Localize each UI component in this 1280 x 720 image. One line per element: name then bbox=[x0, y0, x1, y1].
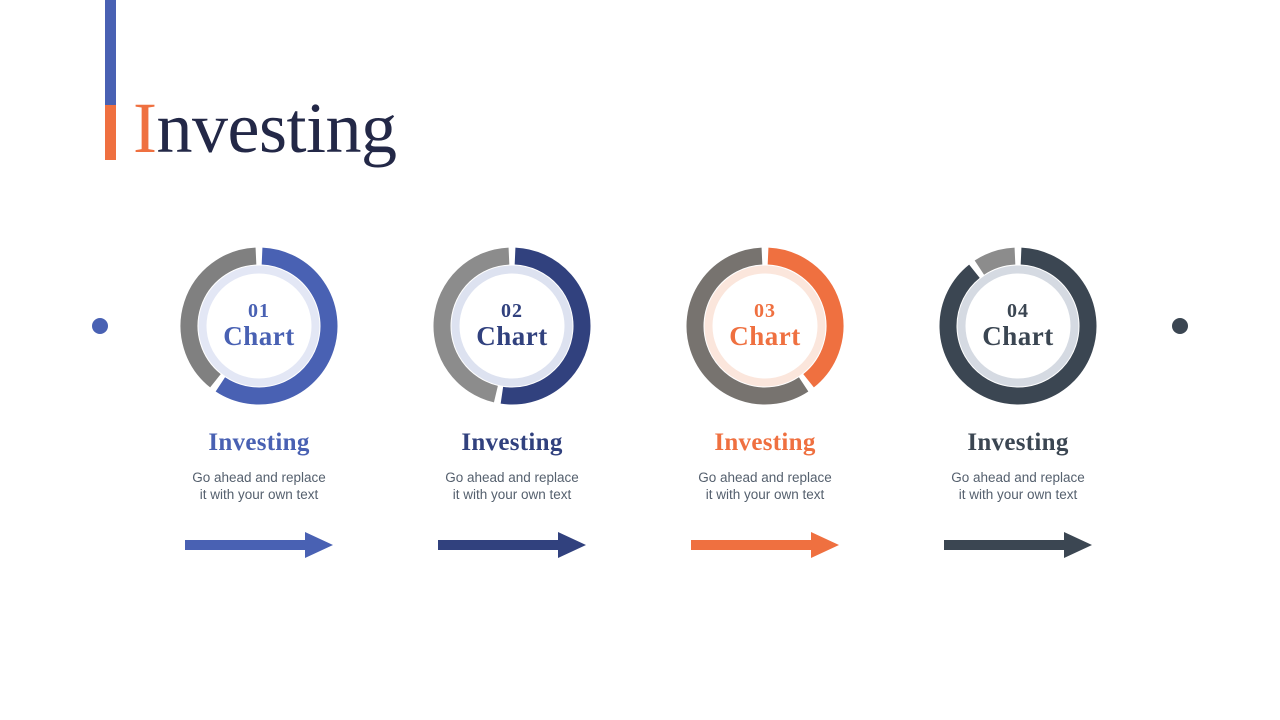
title-accent-bar bbox=[105, 0, 116, 160]
donut-2-inner-core bbox=[459, 273, 565, 379]
page-title-rest: nvesting bbox=[156, 88, 397, 168]
accent-bar-top-segment bbox=[105, 0, 116, 105]
connector-2-3-svg bbox=[586, 327, 696, 335]
step-3-body: Go ahead and replace it with your own te… bbox=[698, 470, 832, 503]
connector-2-3 bbox=[586, 322, 696, 335]
connector-start-svg bbox=[108, 327, 186, 335]
donut-2-value-arc bbox=[500, 247, 591, 405]
donut-1-inner-core bbox=[206, 273, 312, 379]
arrow-right-icon bbox=[438, 531, 586, 558]
step-4-arrow bbox=[892, 531, 1144, 558]
accent-bar-bottom-segment bbox=[105, 105, 116, 160]
donut-1-value-arc bbox=[215, 247, 338, 405]
donut-1-rings bbox=[180, 247, 338, 405]
step-item-4[interactable]: 04 Chart Investing Go ahead and replace … bbox=[892, 243, 1144, 558]
arrow-right-icon bbox=[944, 531, 1092, 558]
arrow-right-icon bbox=[691, 531, 839, 558]
step-1-arrow bbox=[133, 531, 385, 558]
donut-3-rings bbox=[686, 247, 844, 405]
timeline-end-dot bbox=[1172, 318, 1188, 334]
donut-1-track-arc bbox=[180, 247, 257, 388]
connector-start bbox=[108, 322, 186, 335]
step-2-heading: Investing bbox=[461, 429, 563, 456]
donut-4-inner-core bbox=[965, 273, 1071, 379]
step-1-heading: Investing bbox=[208, 429, 310, 456]
donut-2-track-arc bbox=[433, 247, 510, 403]
donut-4-value-arc bbox=[939, 247, 1097, 405]
step-2-arrow bbox=[386, 531, 638, 558]
step-item-1[interactable]: 01 Chart Investing Go ahead and replace … bbox=[133, 243, 385, 558]
donut-chart-2[interactable]: 02 Chart bbox=[429, 243, 595, 409]
connector-end bbox=[1092, 322, 1174, 335]
step-2-body: Go ahead and replace it with your own te… bbox=[445, 470, 579, 503]
page-title: Investing bbox=[133, 92, 397, 164]
donut-2-rings bbox=[433, 247, 591, 405]
donut-chart-3[interactable]: 03 Chart bbox=[682, 243, 848, 409]
connector-1-2 bbox=[333, 322, 443, 335]
donut-chart-4[interactable]: 04 Chart bbox=[935, 243, 1101, 409]
donut-3-value-arc bbox=[767, 247, 844, 388]
timeline-start-dot bbox=[92, 318, 108, 334]
step-3-heading: Investing bbox=[714, 429, 816, 456]
connector-end-svg bbox=[1092, 327, 1174, 335]
donut-chart-1-svg bbox=[180, 247, 338, 405]
step-1-body: Go ahead and replace it with your own te… bbox=[192, 470, 326, 503]
donut-chart-2-svg bbox=[433, 247, 591, 405]
step-4-heading: Investing bbox=[967, 429, 1069, 456]
step-item-2[interactable]: 02 Chart Investing Go ahead and replace … bbox=[386, 243, 638, 558]
donut-4-rings bbox=[939, 247, 1097, 405]
donut-chart-1[interactable]: 01 Chart bbox=[176, 243, 342, 409]
donut-chart-3-svg bbox=[686, 247, 844, 405]
donut-3-inner-core bbox=[712, 273, 818, 379]
connector-1-2-svg bbox=[333, 327, 443, 335]
page-title-drop-cap: I bbox=[133, 88, 157, 168]
connector-3-4 bbox=[839, 322, 949, 335]
step-3-arrow bbox=[639, 531, 891, 558]
donut-3-track-arc bbox=[686, 247, 809, 405]
donut-chart-4-svg bbox=[939, 247, 1097, 405]
step-item-3[interactable]: 03 Chart Investing Go ahead and replace … bbox=[639, 243, 891, 558]
step-4-body: Go ahead and replace it with your own te… bbox=[951, 470, 1085, 503]
donut-4-track-arc bbox=[974, 247, 1016, 275]
connector-3-4-svg bbox=[839, 327, 949, 335]
arrow-right-icon bbox=[185, 531, 333, 558]
